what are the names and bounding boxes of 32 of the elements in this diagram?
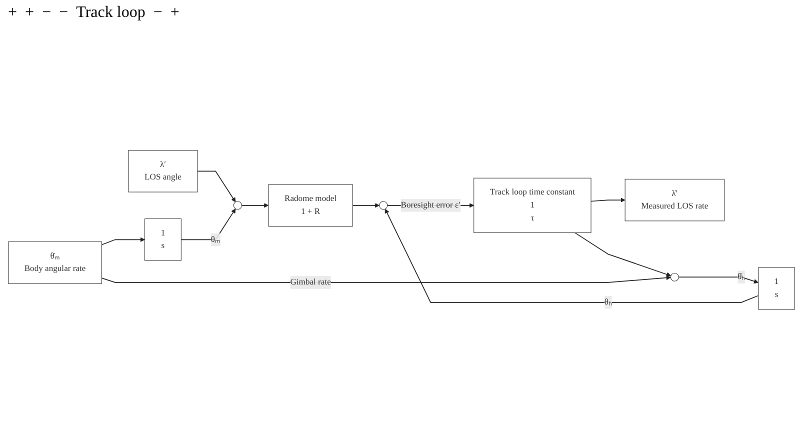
diagram-label: −: [42, 4, 52, 22]
edge-label: θₕ: [604, 297, 612, 306]
node-box: λ′ LOS angle: [128, 150, 198, 192]
arrow: [678, 276, 759, 284]
node-circle: [233, 200, 242, 210]
arrow: [101, 236, 145, 245]
node-box: λ̇′ Measured LOS rate: [624, 178, 725, 221]
diagram-label: +: [170, 4, 180, 22]
node-circle: [670, 272, 679, 282]
edge-label: Boresight error ε′: [400, 200, 460, 210]
diagram-label: −: [153, 4, 162, 22]
edge-label: θ̇ₕ: [738, 272, 745, 282]
arrow: [352, 202, 380, 208]
node-box: 1 s: [758, 267, 795, 310]
arrow: [590, 197, 626, 202]
arrow: [101, 275, 671, 283]
edge-label: Gimbal rate: [290, 277, 331, 286]
diagram-label: +: [8, 4, 18, 22]
arrow: [241, 202, 269, 208]
node-circle: [379, 200, 388, 210]
diagram-label: +: [25, 4, 34, 22]
diagram-label: Track loop: [76, 4, 146, 22]
node-box: θ̇ₘ Body angular rate: [8, 241, 102, 284]
edge-label: θₘ: [210, 234, 220, 244]
diagram-label: −: [59, 4, 68, 22]
node-box: Track loop time constant 1 τ: [474, 178, 592, 233]
arrow: [574, 232, 672, 276]
arrow: [384, 208, 759, 302]
arrow: [180, 208, 236, 240]
node-box: 1 s: [144, 218, 182, 260]
arrow: [197, 170, 236, 202]
node-box: Radome model 1 + R: [268, 184, 353, 226]
